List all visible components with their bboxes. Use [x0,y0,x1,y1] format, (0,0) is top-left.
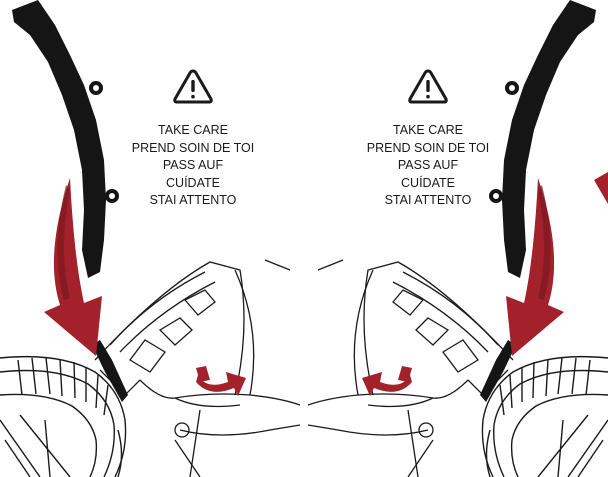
right-panel: TAKE CARE PREND SOIN DE TOI PASS AUF CUÍ… [304,0,608,477]
warning-triangle-icon [172,68,214,105]
warning-line: CUÍDATE [113,175,273,193]
rotate-arrow-icon [362,366,412,396]
warning-line: STAI ATTENTO [113,192,273,210]
warning-line: PASS AUF [348,157,508,175]
left-panel-illustration [0,0,304,477]
right-panel-illustration [304,0,608,477]
left-panel: TAKE CARE PREND SOIN DE TOI PASS AUF CUÍ… [0,0,304,477]
warning-line: STAI ATTENTO [348,192,508,210]
warning-line: PREND SOIN DE TOI [113,140,273,158]
warning-line: PREND SOIN DE TOI [348,140,508,158]
warning-triangle-icon [407,68,449,105]
warning-line: TAKE CARE [113,122,273,140]
warning-line: PASS AUF [113,157,273,175]
rotate-arrow-icon [196,366,246,396]
warning-text: TAKE CARE PREND SOIN DE TOI PASS AUF CUÍ… [348,122,508,210]
warning-text: TAKE CARE PREND SOIN DE TOI PASS AUF CUÍ… [113,122,273,210]
arrow-tip-partial [594,172,608,204]
warning-line: TAKE CARE [348,122,508,140]
warning-line: CUÍDATE [348,175,508,193]
